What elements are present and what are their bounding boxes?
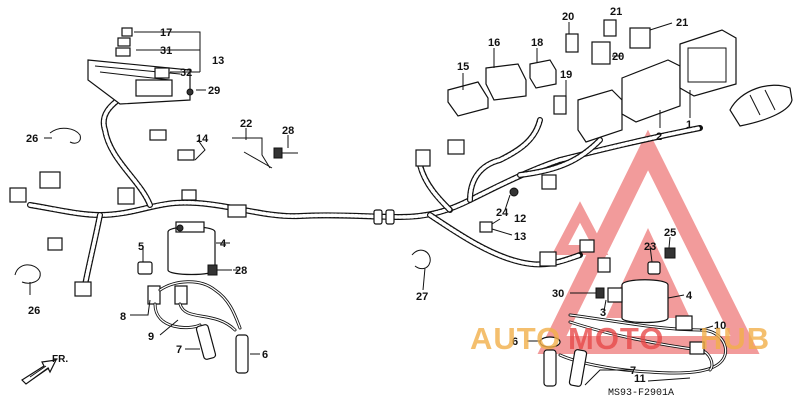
leader-lines (29, 20, 714, 386)
relay-15 (447, 81, 489, 117)
callout-27: 27 (416, 291, 428, 303)
callout-7-left: 7 (176, 344, 182, 356)
callout-23: 23 (644, 241, 656, 253)
nut-5 (137, 261, 153, 275)
connector-branch-14 (117, 129, 247, 218)
callout-14: 14 (196, 133, 209, 145)
callout-30: 30 (552, 288, 564, 300)
main-wire-harness (27, 92, 703, 288)
callout-29: 29 (208, 85, 220, 97)
connector-right-lower (539, 239, 611, 273)
connector-19 (553, 95, 567, 115)
watermark-hub: HUB (700, 321, 770, 356)
watermark-text: AUTO MOTO HUB (470, 321, 770, 356)
clamp-26-lower (14, 264, 41, 284)
clamp-26-upper (49, 127, 81, 144)
callout-18: 18 (531, 37, 543, 49)
connector-left-upper (9, 171, 63, 251)
callout-25: 25 (664, 227, 676, 239)
callout-7-right: 7 (630, 365, 636, 377)
callout-13-right: 13 (514, 231, 526, 243)
callout-28-lower: 28 (235, 265, 247, 277)
callout-22: 22 (240, 118, 252, 130)
ignition-coil-left (167, 221, 216, 276)
callout-5: 5 (138, 241, 144, 253)
relay-16 (485, 63, 527, 101)
callout-21-upper: 21 (610, 6, 622, 18)
callout-4-right: 4 (686, 290, 693, 302)
ignition-unit-1 (679, 29, 737, 97)
nut-23 (647, 261, 661, 275)
callout-24: 24 (496, 207, 509, 219)
grommet-6-right (539, 336, 561, 348)
clamp-27 (411, 249, 431, 270)
callout-20-upper: 20 (562, 11, 574, 23)
connector-left-lower (74, 281, 92, 297)
relay-18 (529, 59, 557, 89)
callout-17: 17 (160, 27, 172, 39)
front-direction-indicator: FR. (21, 354, 68, 385)
callout-6-left: 6 (262, 349, 268, 361)
nut-25 (664, 247, 676, 259)
callout-16: 16 (488, 37, 500, 49)
bolt-28-lower (207, 264, 232, 276)
callout-21-right: 21 (676, 17, 688, 29)
spark-plug-caps-left (147, 280, 249, 374)
callout-10: 10 (714, 320, 726, 332)
callout-2: 2 (656, 131, 662, 143)
cdi-unit-2 (621, 59, 681, 123)
spark-plug-wires-right (543, 313, 728, 387)
connector-top-center (415, 139, 557, 233)
diagram-code: MS93-F2901A (608, 388, 674, 399)
callout-26-upper: 26 (26, 133, 38, 145)
bolt-28-upper (273, 147, 298, 159)
callout-19: 19 (560, 69, 572, 81)
callout-9: 9 (148, 331, 154, 343)
callout-8: 8 (120, 311, 126, 323)
callout-11: 11 (634, 373, 646, 385)
callout-3: 3 (600, 307, 606, 319)
front-arrow-icon (21, 359, 58, 385)
watermark-moto: MOTO (568, 321, 664, 356)
callout-15: 15 (457, 61, 469, 73)
callout-26-lower: 26 (28, 305, 40, 317)
callout-13-left: 13 (212, 55, 224, 67)
bracket-22 (232, 137, 273, 169)
front-label: FR. (52, 354, 68, 365)
bolt-30 (580, 287, 605, 299)
callout-4-left: 4 (220, 238, 227, 250)
callout-32: 32 (180, 67, 192, 79)
callout-28-upper: 28 (282, 125, 294, 137)
callout-6-right: 6 (512, 336, 518, 348)
callout-20-lower: 20 (612, 51, 624, 63)
fuse-caps-20-21 (565, 19, 651, 65)
regulator-box (577, 89, 623, 143)
callout-12: 12 (514, 213, 526, 225)
callout-1: 1 (686, 119, 692, 131)
starter-connector (729, 84, 793, 127)
ignition-coil-right (607, 279, 669, 324)
callout-labels: 17 31 32 13 29 26 26 14 22 28 4 5 28 8 9… (26, 6, 726, 385)
fuse-box-assembly (87, 27, 194, 105)
callout-31: 31 (160, 45, 172, 57)
watermark-auto: AUTO (470, 321, 561, 356)
